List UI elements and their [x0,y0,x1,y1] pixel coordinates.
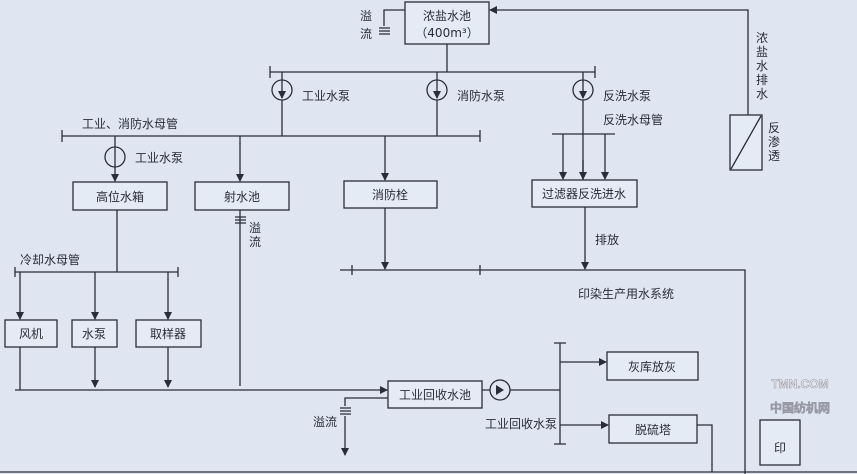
industrial-pump-2-label: 工业水泵 [135,151,183,165]
svg-text:高位水箱: 高位水箱 [96,189,144,204]
filter-backwash-box: 过滤器反洗进水 [531,179,638,208]
overflow-label-top-1: 溢 [360,9,372,23]
svg-text:工业回收水池: 工业回收水池 [399,388,471,402]
recovery-pump-label: 工业回收水泵 [485,417,557,431]
overflow-symbol-recovery [340,407,351,415]
svg-text:取样器: 取样器 [150,326,186,341]
svg-text:浓盐水池: 浓盐水池 [423,9,471,23]
reverse-osmosis-unit [729,114,763,171]
svg-text:脱硫塔: 脱硫塔 [635,422,671,437]
svg-text:浓: 浓 [756,31,768,45]
recovery-pump-icon [489,379,511,401]
svg-text:水泵: 水泵 [82,327,106,341]
svg-text:水: 水 [756,59,768,73]
water-pump-box: 水泵 [71,319,118,348]
svg-text:排: 排 [756,73,768,87]
svg-text:射水池: 射水池 [224,189,260,204]
ash-silo-box: 灰库放灰 [606,351,699,381]
discharge-label: 排放 [595,232,619,247]
main-pipe [61,130,481,142]
overflow-symbol-top [379,27,390,35]
overflow-symbol-jet [235,216,246,224]
overflow-label-top-2: 流 [360,27,372,41]
svg-text:过滤器反洗进水: 过滤器反洗进水 [542,187,626,201]
partial-box: 印 [759,419,801,466]
svg-text:（400m³）: （400m³） [415,26,478,40]
high-tank-box: 高位水箱 [72,181,168,211]
reverse-osmosis-label: 反 渗 透 [768,121,780,163]
svg-text:水: 水 [756,87,768,101]
jet-pool-box: 射水池 [194,181,290,211]
printing-supply-pipe [340,265,746,474]
watermark-logo: TMN.COM 中国纺机网 [770,377,831,416]
overflow-label-jet-2: 流 [249,235,261,249]
recovery-header [554,342,566,445]
hydrant-box: 消防栓 [343,180,438,209]
svg-text:消防栓: 消防栓 [372,187,408,202]
backwash-pump-label: 反洗水泵 [603,89,651,103]
svg-text:灰库放灰: 灰库放灰 [628,359,676,374]
desulfurization-box: 脱硫塔 [608,414,698,444]
main-pipe-label: 工业、消防水母管 [82,116,178,131]
svg-text:渗: 渗 [768,134,780,149]
overflow-line-top [383,9,405,26]
svg-text:中国纺机网: 中国纺机网 [770,400,830,415]
svg-text:透: 透 [768,149,780,163]
svg-text:反: 反 [768,121,780,135]
fan-box: 风机 [4,319,58,348]
svg-text:风机: 风机 [19,327,43,341]
cooling-pipe [14,267,179,277]
svg-text:印: 印 [774,441,786,455]
brine-discharge-label: 浓 盐 水 排 水 [756,31,768,101]
brine-pool-box: 浓盐水池 （400m³） [404,1,490,45]
overflow-label-recovery: 溢流 [313,415,337,429]
brine-return-line [489,6,749,115]
pump-header-pipe [269,44,596,78]
svg-text:TMN.COM: TMN.COM [771,377,828,391]
cooling-pipe-label: 冷却水母管 [20,252,80,267]
backwash-pipe-label: 反洗水母管 [603,112,663,127]
printing-system-label: 印染生产用水系统 [578,286,674,301]
sampler-box: 取样器 [135,319,202,348]
overflow-label-jet-1: 溢 [249,221,261,235]
svg-text:盐: 盐 [756,45,768,59]
fire-pump-label: 消防水泵 [457,88,505,103]
industrial-pump-label: 工业水泵 [302,89,350,103]
recovery-pool-box: 工业回收水池 [387,380,483,409]
